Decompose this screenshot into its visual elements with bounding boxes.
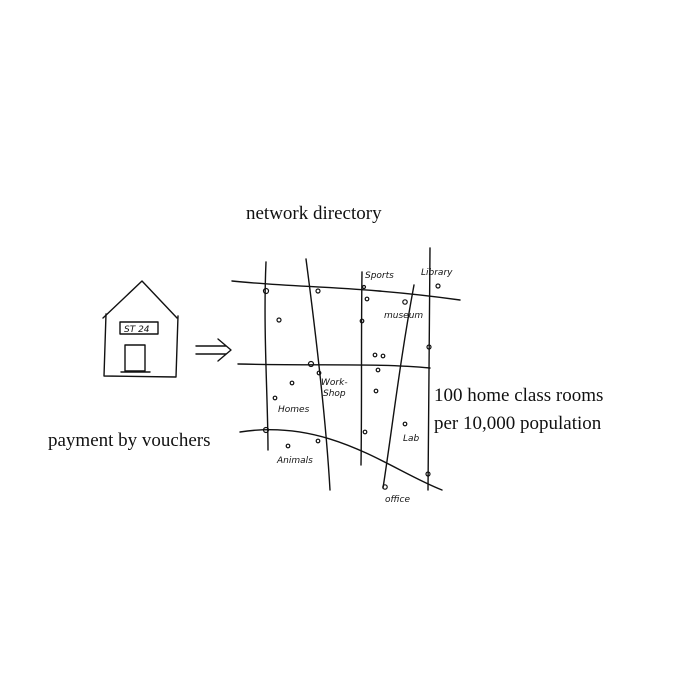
house-icon: ST 24 [102, 280, 179, 378]
house-sign-frame [119, 321, 159, 335]
street-v4 [382, 284, 415, 489]
place-workshop-line2: Shop [323, 389, 346, 399]
place-office: office [385, 495, 410, 505]
home-classrooms-label-line2: per 10,000 population [434, 413, 602, 434]
house-door [124, 344, 146, 372]
house-roof [102, 280, 178, 319]
place-workshop-line1: Work- [321, 378, 348, 388]
map-streets-vertical [264, 247, 431, 491]
map-location-dots [262, 283, 441, 490]
street-v5 [427, 247, 431, 491]
place-sports: Sports [365, 271, 394, 281]
place-library: Library [421, 268, 453, 278]
network-directory-label: network directory [246, 203, 382, 224]
place-animals: Animals [276, 456, 313, 466]
house-walls [103, 313, 179, 378]
payment-by-vouchers-label: payment by vouchers [48, 430, 211, 451]
home-classrooms-label-line1: 100 home class rooms [434, 385, 604, 406]
street-v3 [360, 271, 363, 466]
map-place-labels: Sports Library museum Work- Shop Homes L… [276, 268, 453, 505]
place-homes: Homes [278, 405, 310, 415]
house-sign-text: ST 24 [124, 325, 150, 335]
street-v1 [264, 261, 269, 451]
street-h1 [231, 280, 461, 301]
place-museum: museum [384, 311, 423, 321]
place-lab: Lab [403, 434, 420, 444]
street-h3 [239, 428, 443, 491]
implies-arrow-icon [195, 338, 232, 362]
